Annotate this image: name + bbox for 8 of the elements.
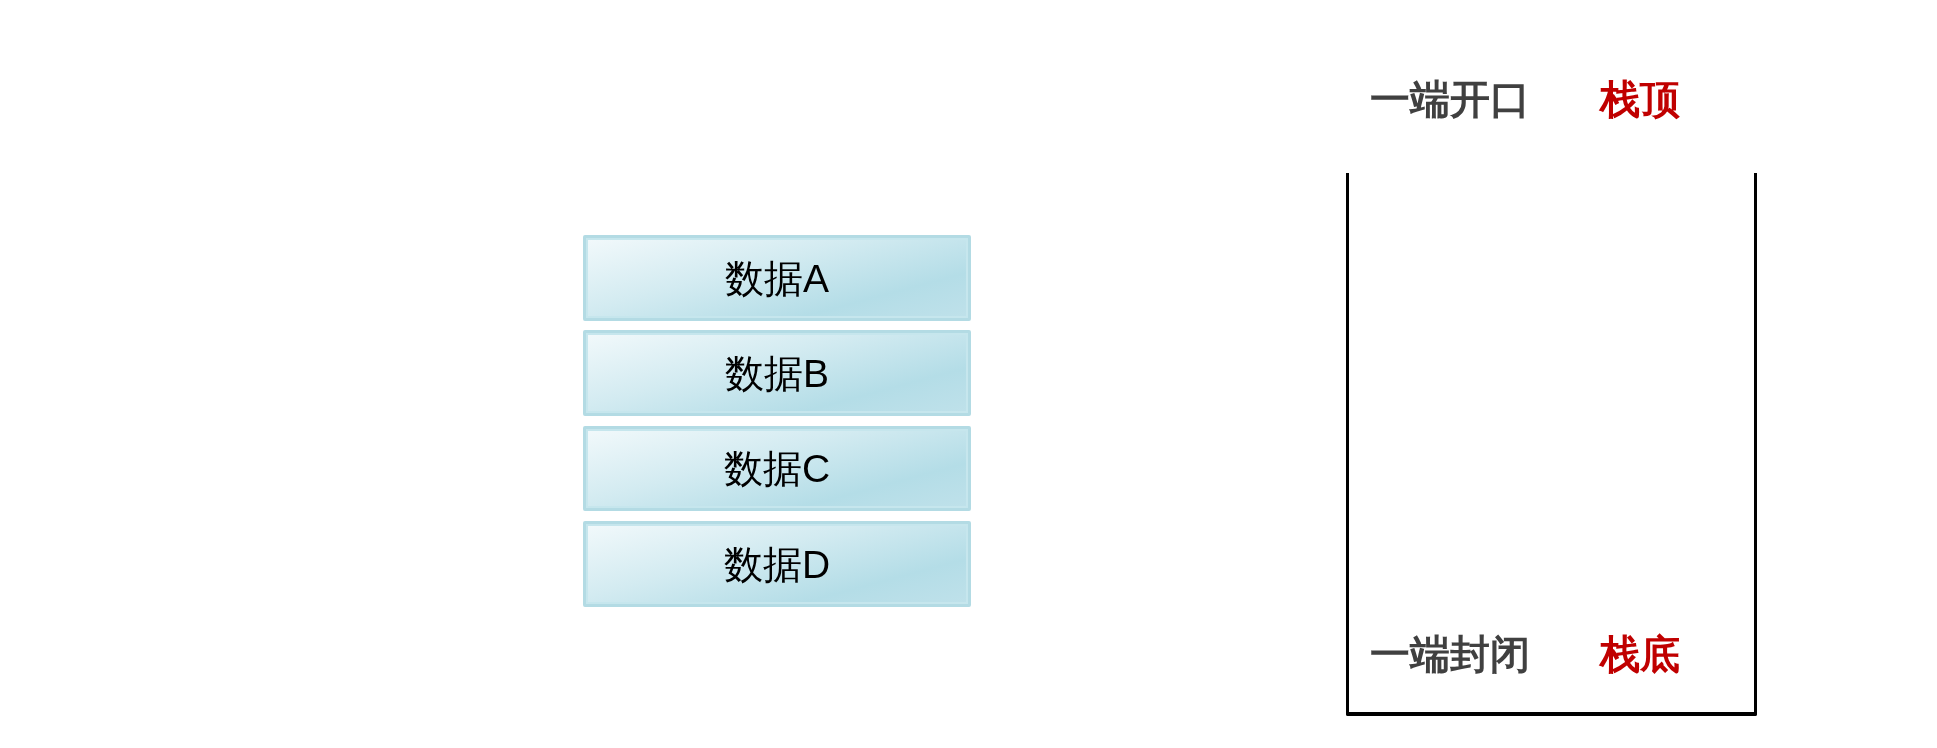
data-box: 数据C bbox=[583, 426, 971, 511]
data-box: 数据B bbox=[583, 330, 971, 416]
data-box: 数据A bbox=[583, 235, 971, 321]
end-label: 一端封闭 bbox=[1370, 634, 1530, 674]
end-label: 一端开口 bbox=[1370, 79, 1530, 119]
stack-bottom-label: 栈底 bbox=[1600, 634, 1680, 674]
data-box: 数据D bbox=[583, 521, 971, 607]
stack-top-label: 栈顶 bbox=[1600, 79, 1680, 119]
